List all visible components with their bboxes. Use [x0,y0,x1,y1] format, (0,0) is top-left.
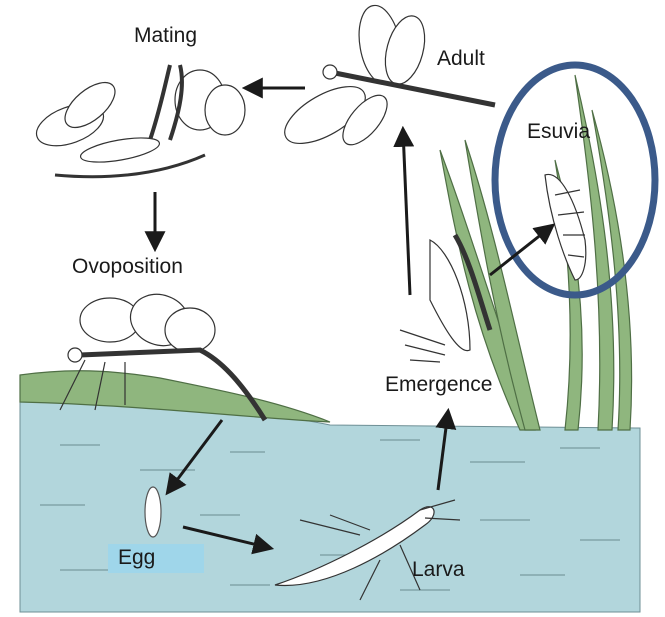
label-mating: Mating [134,24,197,48]
label-egg: Egg [118,546,155,570]
label-ovoposition: Ovoposition [72,255,183,279]
label-esuvia: Esuvia [527,120,590,144]
label-adult: Adult [437,47,485,71]
mating-dragonflies-illustration [31,65,245,177]
adult-dragonfly-illustration [276,2,495,155]
arrow-emergence-to-adult [403,130,410,295]
label-larva: Larva [412,558,465,582]
egg-illustration [145,487,161,537]
water-body [20,400,640,612]
label-emergence: Emergence [385,373,492,397]
